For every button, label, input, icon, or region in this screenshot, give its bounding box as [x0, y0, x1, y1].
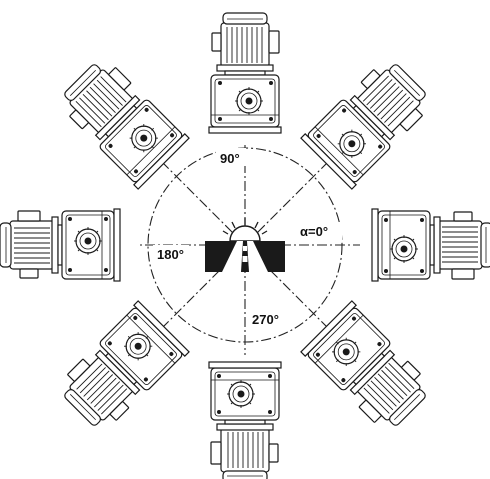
- label-270: 270°: [252, 312, 279, 327]
- gear-motor-icon-180: [0, 208, 121, 282]
- gear-motor-icon-270: [208, 361, 282, 479]
- gear-motor-icon-135: [52, 52, 190, 190]
- gear-motor-icon-45: [300, 52, 438, 190]
- gear-motor-icon-0: [371, 208, 490, 282]
- label-90: 90°: [220, 151, 240, 166]
- gear-motor-icon-315: [300, 300, 438, 438]
- gear-motor-icon-90: [208, 12, 282, 134]
- gear-motor-icon-225: [52, 300, 190, 438]
- sun-over-road-icon: [205, 218, 285, 272]
- label-0: α=0°: [300, 224, 328, 239]
- label-180: 180°: [157, 247, 184, 262]
